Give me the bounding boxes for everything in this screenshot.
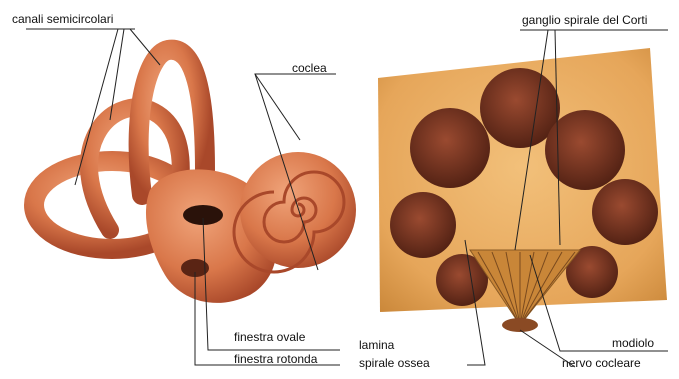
label-finestra-ovale: finestra ovale <box>234 331 305 344</box>
label-canali-semicircolari: canali semicircolari <box>12 13 113 26</box>
label-modiolo: modiolo <box>612 337 654 350</box>
bony-labyrinth <box>34 50 356 303</box>
cochlea-shell <box>240 152 356 268</box>
label-nervo-cocleare: nervo cocleare <box>562 357 641 370</box>
label-ganglio-spirale: ganglio spirale del Corti <box>522 14 647 27</box>
label-lamina: lamina <box>359 339 394 352</box>
scala-cavity <box>390 192 456 258</box>
label-finestra-rotonda: finestra rotonda <box>234 353 317 366</box>
label-spirale-ossea: spirale ossea <box>359 357 430 370</box>
label-coclea: coclea <box>292 62 327 75</box>
cochlear-nerve <box>502 318 538 332</box>
scala-cavity <box>592 179 658 245</box>
cochlea-cross-section <box>378 48 667 332</box>
scala-cavity <box>410 108 490 188</box>
